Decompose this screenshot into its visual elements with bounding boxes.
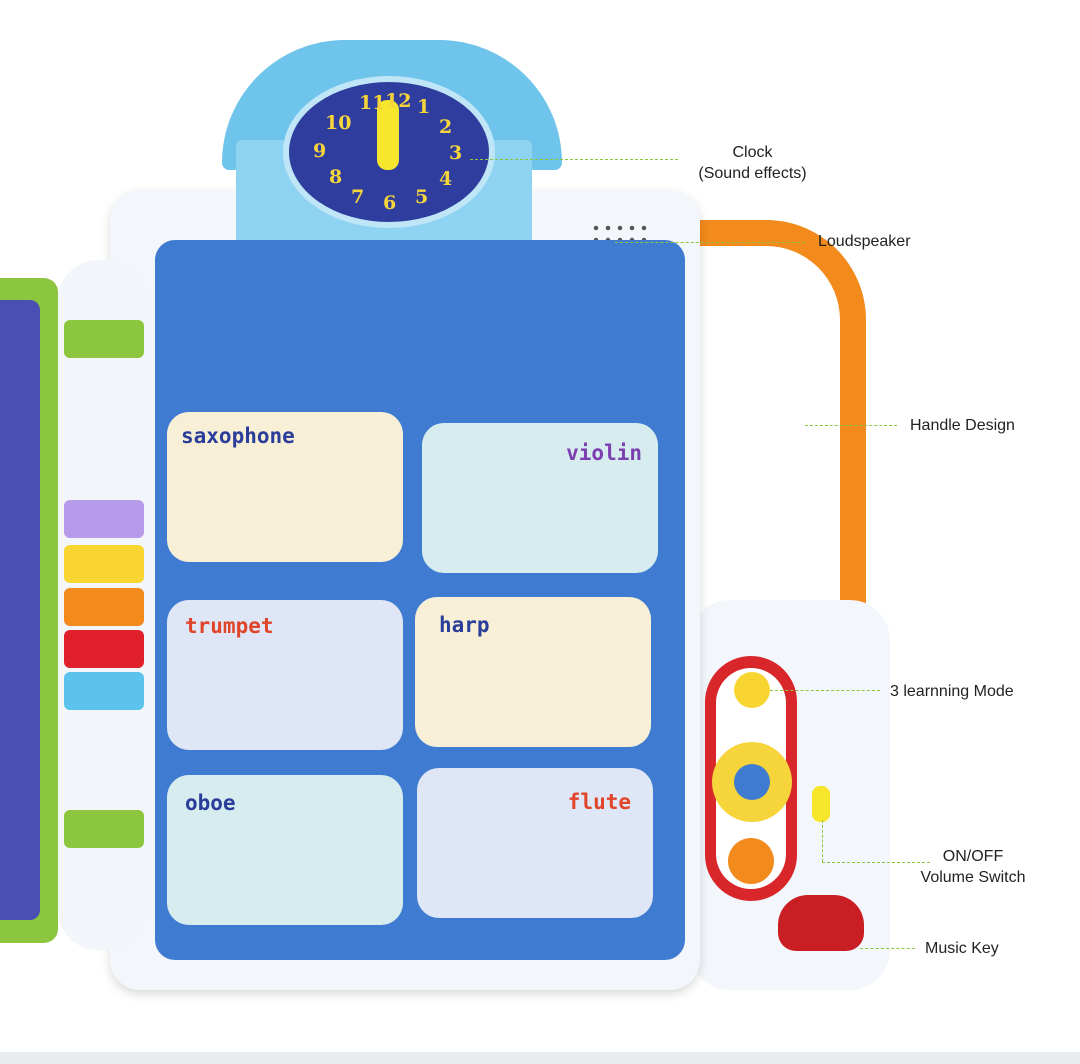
on-off-volume-switch[interactable] [812, 786, 830, 822]
spine-green-block [64, 810, 144, 848]
callout-line [615, 242, 805, 243]
card-oboe[interactable]: oboe [167, 775, 403, 925]
clock-number: 4 [439, 168, 453, 190]
card-label: violin [566, 441, 642, 465]
page-tab-orange[interactable] [64, 588, 144, 626]
clock-number: 1 [417, 96, 431, 118]
card-flute[interactable]: flute [417, 768, 653, 918]
spine-green-block [64, 320, 144, 358]
callout-line [822, 820, 823, 862]
callout-loudspeaker: Loudspeaker [818, 233, 911, 250]
clock-number: 7 [351, 186, 365, 208]
card-label: saxophone [181, 424, 295, 448]
card-label: trumpet [185, 614, 274, 638]
card-label: oboe [185, 791, 236, 815]
page-tab-purple[interactable] [64, 500, 144, 538]
card-saxophone[interactable]: saxophone [167, 412, 403, 562]
card-trumpet[interactable]: trumpet [167, 600, 403, 750]
callout-line [805, 425, 897, 426]
callout-line [860, 948, 915, 949]
callout-music-key: Music Key [925, 940, 999, 957]
mode-dial[interactable] [712, 742, 792, 822]
clock-number: 6 [383, 192, 397, 214]
callout-clock: Clock(Sound effects) [698, 144, 807, 182]
clock-number: 10 [325, 112, 352, 134]
callout-learning-mode: 3 learnning Mode [890, 683, 1014, 700]
clock-face[interactable]: 11 12 1 2 3 4 5 6 7 8 9 10 [283, 76, 495, 228]
clock-number: 3 [449, 142, 463, 164]
page-tab-red[interactable] [64, 630, 144, 668]
bottom-bar [0, 1052, 1080, 1064]
clock-hand[interactable] [377, 100, 399, 170]
clock-number: 8 [329, 166, 343, 188]
callout-line [822, 862, 930, 863]
clock-number: 11 [359, 92, 386, 114]
clock-number: 9 [313, 140, 327, 162]
callout-handle: Handle Design [910, 417, 1015, 434]
music-key-button[interactable] [778, 895, 864, 951]
callout-line [470, 159, 678, 160]
lightbulb-mode-icon[interactable] [728, 838, 774, 884]
page-tab-yellow[interactable] [64, 545, 144, 583]
clock-number: 2 [439, 116, 453, 138]
card-harp[interactable]: harp [415, 597, 651, 747]
page-tab-blue[interactable] [64, 672, 144, 710]
card-label: harp [439, 613, 490, 637]
clock-number: 5 [415, 186, 429, 208]
callout-line [770, 690, 880, 691]
mode-1-icon[interactable] [734, 672, 770, 708]
clock-number: 12 [385, 90, 412, 112]
previous-page-inner [0, 300, 40, 920]
card-violin[interactable]: violin [422, 423, 658, 573]
card-label: flute [567, 790, 631, 814]
